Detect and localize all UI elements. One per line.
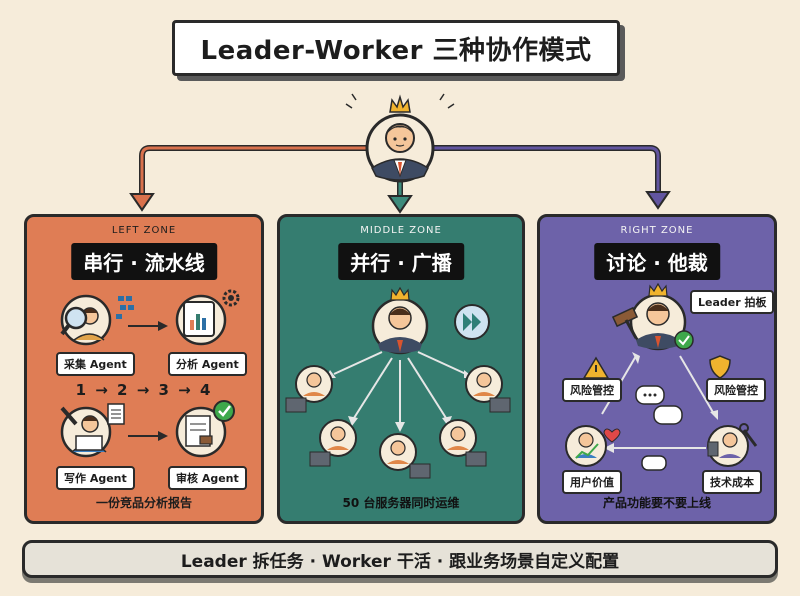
leader-avatar-middle xyxy=(371,286,429,355)
agent-label: 写作 Agent xyxy=(56,466,135,490)
zone-title: 并行 · 广播 xyxy=(338,243,464,280)
magnifier-icon xyxy=(64,306,88,330)
check-icon xyxy=(213,400,235,422)
fast-forward-icon xyxy=(454,304,490,340)
chat-bubbles-icon xyxy=(635,385,683,471)
agent-label: 分析 Agent xyxy=(168,352,247,376)
heart-icon xyxy=(603,428,621,443)
pencil-icon xyxy=(60,406,78,426)
zone-footer: 一份竞品分析报告 xyxy=(95,496,192,510)
collector-agent-avatar xyxy=(60,294,112,346)
gear-icon xyxy=(222,289,240,307)
zone-caption: MIDDLE ZONE xyxy=(360,225,442,236)
perspective-tag: 风险管控 xyxy=(706,378,766,402)
perspective-tag: 技术成本 xyxy=(702,470,762,494)
zone-footer: 50 台服务器同时运维 xyxy=(342,496,460,510)
shield-icon xyxy=(709,355,731,379)
perspective-tag: 用户价值 xyxy=(562,470,622,494)
page-title: Leader-Worker 三种协作模式 xyxy=(172,20,620,76)
broadcast-arrows xyxy=(333,351,467,424)
zone-caption: LEFT ZONE xyxy=(111,225,177,236)
data-blocks-icon xyxy=(116,296,134,319)
reviewer-agent-avatar xyxy=(175,406,227,458)
zone-title: 串行 · 流水线 xyxy=(71,243,217,280)
gavel-icon xyxy=(611,306,639,339)
zone-title: 讨论 · 他裁 xyxy=(594,243,720,280)
document-icon xyxy=(107,403,125,425)
stamp-icon xyxy=(199,435,213,445)
crown-icon xyxy=(390,286,410,301)
leader-decision-tag: Leader 拍板 xyxy=(690,290,775,314)
worker-avatars xyxy=(285,365,511,479)
leader-avatar-right xyxy=(629,282,687,351)
sequence-label: 1 → 2 → 3 → 4 xyxy=(75,381,213,399)
analyst-agent-avatar xyxy=(175,294,227,346)
crown-icon xyxy=(389,94,411,113)
zone-footer: 产品功能要不要上线 xyxy=(602,496,711,510)
check-icon xyxy=(674,330,694,350)
agent-label: 采集 Agent xyxy=(56,352,135,376)
zone-caption: RIGHT ZONE xyxy=(620,225,694,236)
crown-icon xyxy=(648,282,668,297)
summary-banner: Leader 拆任务 · Worker 干活 · 跟业务场景自定义配置 xyxy=(22,540,778,578)
agent-label: 审核 Agent xyxy=(168,466,247,490)
perspective-tag: 风险管控 xyxy=(562,378,622,402)
wrench-icon xyxy=(739,423,758,447)
warning-icon xyxy=(582,356,610,379)
user-value-avatar xyxy=(565,425,607,467)
tech-cost-avatar xyxy=(707,425,749,467)
calculator-icon xyxy=(707,441,719,457)
